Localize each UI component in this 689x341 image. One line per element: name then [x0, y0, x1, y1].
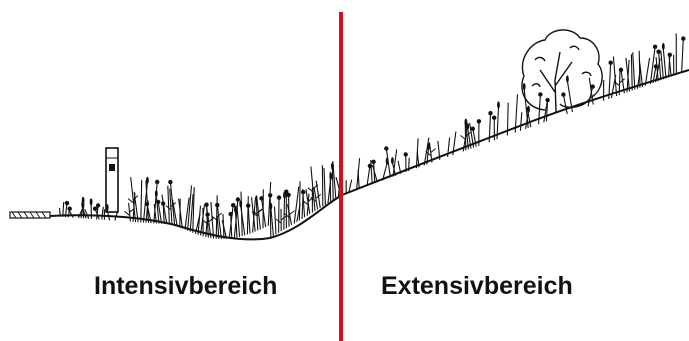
road-surface [10, 212, 50, 218]
flower-icon [545, 98, 549, 102]
grass-tuft-icon [631, 54, 632, 90]
grass-tuft-icon [299, 181, 300, 220]
extensive-zone-label: Extensivbereich [381, 272, 573, 301]
grass-tuft-icon [358, 170, 359, 189]
flower-icon [268, 193, 272, 197]
grass-tuft-icon [155, 190, 158, 197]
grass-tuft-icon [237, 205, 240, 237]
grass-tuft-icon [82, 197, 85, 204]
grass-tuft-icon [520, 112, 521, 131]
grass-tuft-icon [563, 95, 567, 114]
grass-tuft-icon [371, 160, 373, 184]
flower-icon [229, 212, 233, 216]
flower-icon [155, 180, 159, 184]
grass-tuft-icon [523, 83, 526, 90]
grass-tuft-icon [275, 207, 277, 235]
grass-tuft-icon [60, 208, 61, 217]
grass-tuft-icon [566, 75, 569, 82]
flower-icon [277, 195, 281, 199]
flower-icon [488, 111, 492, 115]
flower-icon [93, 207, 97, 211]
grass-tuft-icon [284, 197, 285, 230]
flower-icon [246, 204, 250, 208]
flower-icon [653, 45, 657, 49]
flower-icon [145, 202, 149, 206]
grass-tuft-icon [332, 168, 333, 200]
flower-icon [156, 200, 160, 204]
flower-icon [471, 127, 475, 131]
flower-icon [656, 50, 660, 54]
grass-tuft-icon [270, 203, 273, 210]
grass-tuft-icon [270, 195, 271, 237]
flower-icon [609, 61, 613, 65]
grass-tuft-icon [466, 123, 469, 130]
grass-tuft-icon [102, 207, 104, 220]
flower-icon [561, 92, 565, 96]
grass-tuft-icon [391, 157, 394, 164]
flower-icon [404, 152, 408, 156]
grass-tuft-icon [662, 43, 665, 50]
grass-tuft-icon [247, 196, 248, 234]
grass-tuft-icon [633, 52, 635, 89]
flower-icon [681, 36, 685, 40]
grass-tuft-icon [193, 187, 194, 233]
signpost-icon [106, 148, 118, 212]
flower-icon [168, 180, 172, 184]
grass-tuft-icon [661, 51, 664, 80]
grass-tuft-icon [248, 206, 250, 234]
grass-tuft-icon [168, 186, 170, 225]
flower-icon [477, 119, 481, 123]
grass-tuft-icon [324, 168, 325, 205]
flower-icon [286, 193, 290, 197]
intensive-zone-label: Intensivbereich [94, 272, 277, 301]
flower-icon [492, 116, 496, 120]
flower-icon [538, 92, 542, 96]
grass-tuft-icon [613, 57, 616, 97]
grass-tuft-icon [90, 198, 93, 205]
grass-tuft-icon [294, 187, 299, 224]
grass-tuft-icon [663, 49, 666, 79]
flower-icon [371, 160, 375, 164]
grass-tuft-icon [271, 208, 274, 236]
flower-icon [65, 201, 69, 205]
grass-tuft-icon [409, 158, 410, 171]
flower-icon [96, 203, 100, 207]
flower-icon [384, 146, 388, 150]
flower-icon [619, 68, 623, 72]
flower-icon [259, 196, 263, 200]
grass-tuft-icon [106, 204, 109, 211]
flower-icon [236, 197, 240, 201]
grass-tuft-icon [239, 200, 242, 207]
grass-tuft-icon [639, 51, 640, 88]
grass-tuft-icon [367, 166, 370, 186]
grass-tuft-icon [234, 206, 237, 213]
grass-tuft-icon [141, 180, 142, 223]
grass-tuft-icon [682, 39, 684, 73]
grass-tuft-icon [497, 101, 500, 108]
flower-icon [668, 53, 672, 57]
grass-tuft-icon [69, 210, 74, 218]
vegetation [60, 34, 686, 240]
flower-icon [215, 203, 219, 207]
